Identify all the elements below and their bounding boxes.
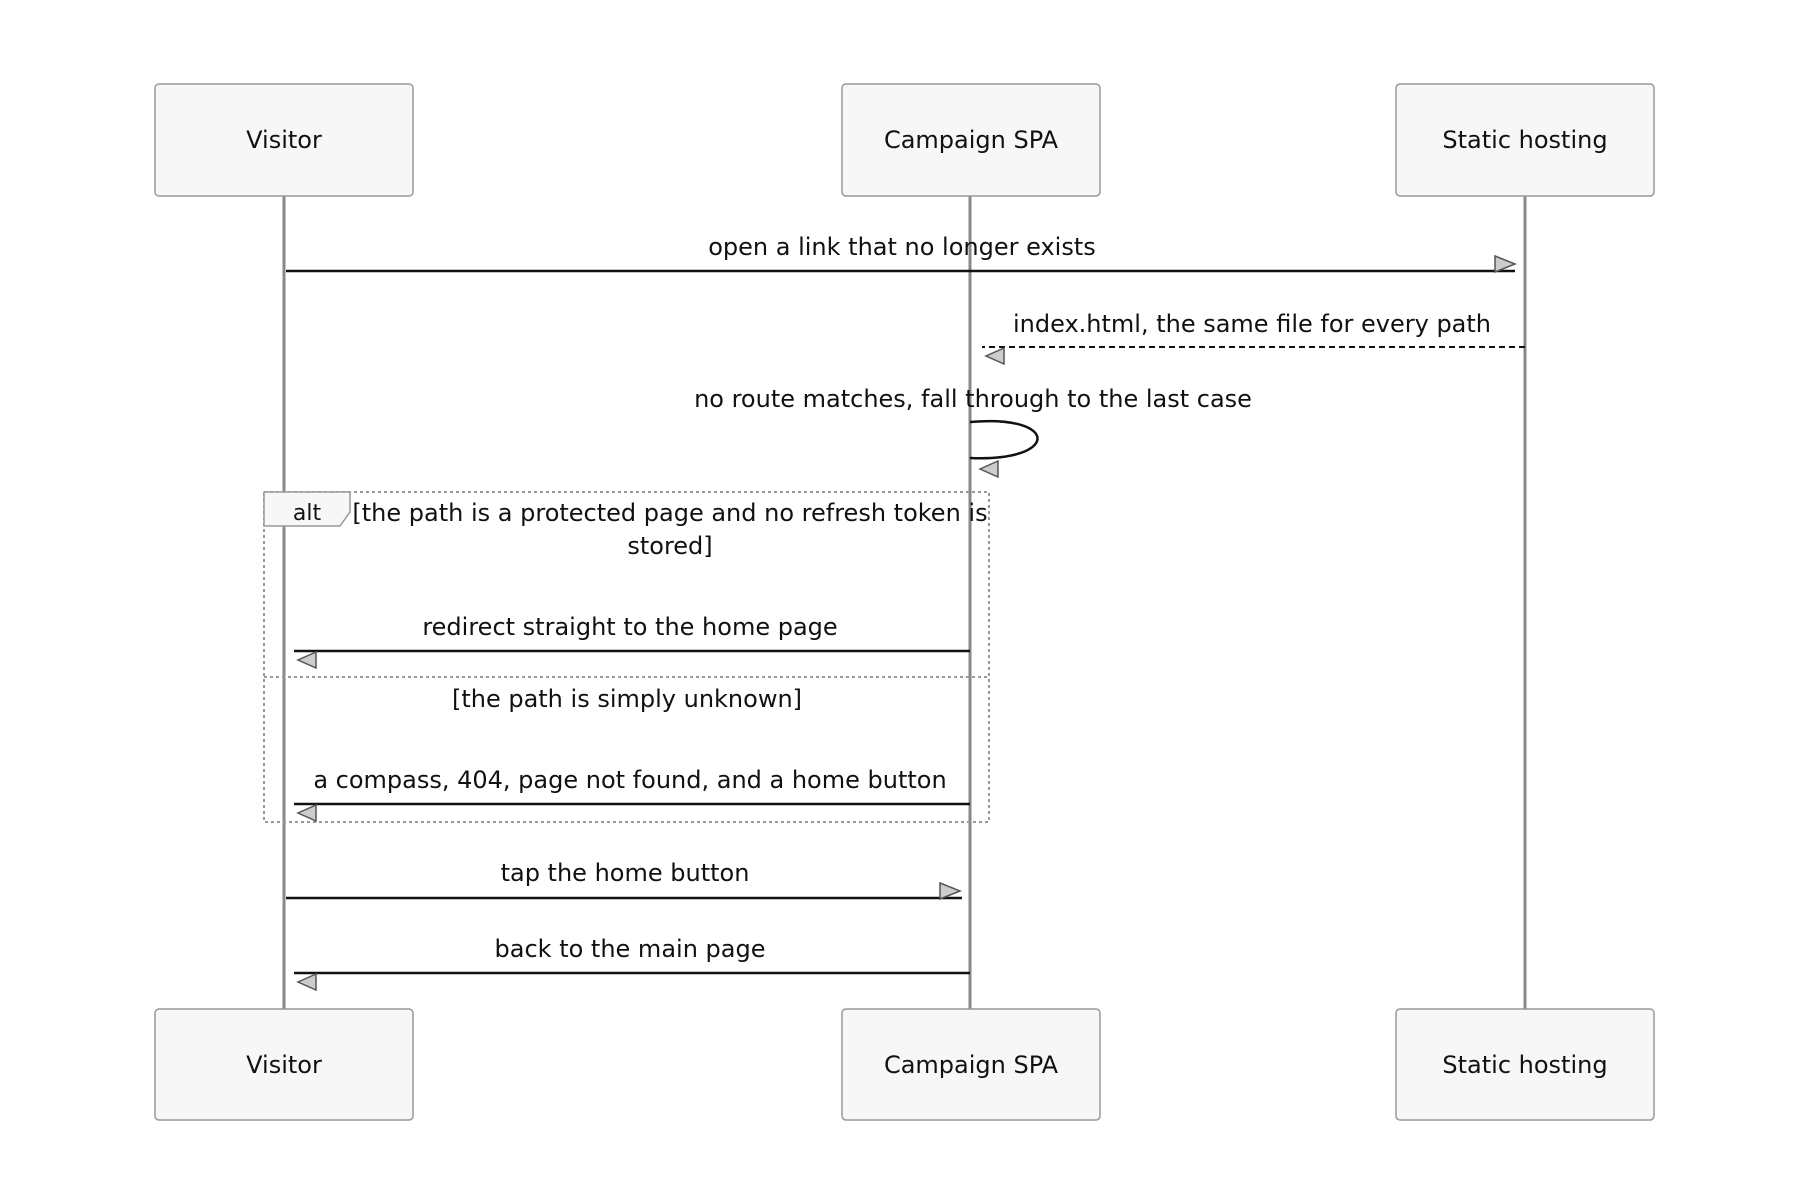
actor-label-spa-bottom: Campaign SPA — [884, 1051, 1059, 1079]
message-6: tap the home button — [286, 859, 963, 901]
message-1: open a link that no longer exists — [286, 233, 1518, 274]
message-2-label: index.html, the same file for every path — [1013, 310, 1491, 338]
actor-label-visitor-top: Visitor — [246, 126, 322, 154]
message-3: no route matches, fall through to the la… — [694, 385, 1252, 479]
message-5-label: a compass, 404, page not found, and a ho… — [313, 766, 946, 794]
alt-condition-line1: [the path is a protected page and no ref… — [352, 499, 987, 527]
actor-box-hosting-top: Static hosting — [1395, 83, 1655, 197]
message-2-arrowhead — [984, 346, 1005, 366]
alt-else-condition: [the path is simply unknown] — [452, 685, 802, 713]
message-6-arrowhead — [939, 881, 963, 901]
message-4-label: redirect straight to the home page — [422, 613, 837, 641]
message-5-arrowhead — [296, 803, 317, 823]
alt-keyword: alt — [293, 501, 322, 526]
actor-label-hosting-top: Static hosting — [1442, 126, 1607, 154]
message-7: back to the main page — [294, 935, 970, 992]
alt-frame — [263, 491, 990, 823]
alt-label-box — [263, 491, 351, 527]
message-1-label: open a link that no longer exists — [708, 233, 1096, 261]
message-7-label: back to the main page — [495, 935, 766, 963]
actor-label-visitor-bottom: Visitor — [246, 1051, 322, 1079]
actor-box-visitor-bottom: Visitor — [154, 1008, 414, 1121]
alt-condition-line2: stored] — [627, 532, 712, 560]
actor-box-spa-bottom: Campaign SPA — [841, 1008, 1101, 1121]
message-7-arrowhead — [296, 972, 317, 992]
message-3-arrowhead — [978, 459, 999, 479]
message-4-arrowhead — [296, 650, 317, 670]
actor-box-hosting-bottom: Static hosting — [1395, 1008, 1655, 1121]
alt-block: alt [the path is a protected page and no… — [263, 491, 990, 823]
message-4: redirect straight to the home page — [294, 613, 970, 670]
message-5: a compass, 404, page not found, and a ho… — [294, 766, 970, 823]
message-2: index.html, the same file for every path — [982, 310, 1525, 366]
actor-box-spa-top: Campaign SPA — [841, 83, 1101, 197]
message-3-label: no route matches, fall through to the la… — [694, 385, 1252, 413]
actor-label-spa-top: Campaign SPA — [884, 126, 1059, 154]
message-6-label: tap the home button — [501, 859, 750, 887]
actor-label-hosting-bottom: Static hosting — [1442, 1051, 1607, 1079]
message-1-arrowhead — [1494, 254, 1518, 274]
actor-box-visitor-top: Visitor — [154, 83, 414, 197]
